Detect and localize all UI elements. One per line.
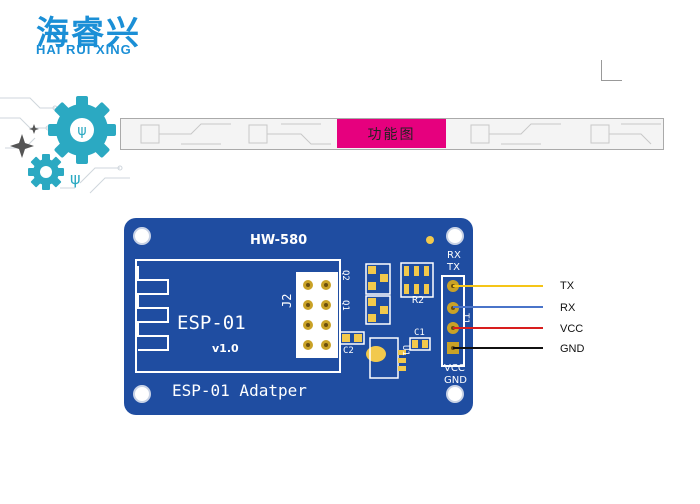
j2-header: [296, 272, 338, 358]
board-model: HW-580: [250, 233, 308, 248]
c2-outline: [339, 331, 365, 345]
q1-outline: [365, 295, 391, 325]
mount-hole-top-right: [446, 227, 464, 245]
pin-label-vcc: VCC: [444, 363, 465, 374]
c2-label: C2: [343, 346, 354, 356]
small-gear-icon: [28, 154, 64, 190]
large-gear-icon: ψ: [48, 96, 116, 164]
module-outline: [135, 259, 341, 373]
r2-outline: [400, 262, 434, 298]
usb-icon: ψ: [70, 169, 81, 188]
wire-label-gnd: GND: [560, 343, 585, 355]
wire-label-tx: TX: [560, 280, 575, 292]
mount-hole-bottom-left: [133, 385, 151, 403]
pin-label-gnd: GND: [444, 375, 467, 386]
logo-chinese: 海睿兴: [36, 13, 141, 52]
wire-label-rx: RX: [560, 302, 576, 314]
gear-decoration: ψ ψ: [0, 96, 130, 194]
r2-label: R2: [412, 295, 425, 306]
mount-hole-top-left: [133, 227, 151, 245]
board-version: v1.0: [212, 342, 239, 355]
antenna-trace: [137, 266, 169, 351]
c1-outline: [409, 337, 431, 351]
q2-outline: [365, 263, 391, 295]
mount-hole-bottom-right: [446, 385, 464, 403]
pin-label-tx-top: TX: [447, 262, 460, 273]
adapter-text: ESP-01 Adatper: [172, 381, 307, 400]
module-name: ESP-01: [177, 312, 246, 334]
banner-title: 功能图: [337, 119, 446, 148]
wire-label-vcc: VCC: [560, 323, 584, 335]
pad-dot: [426, 236, 434, 244]
c1-label: C1: [414, 328, 425, 338]
corner-mark: [601, 60, 622, 81]
pin-label-rx-top: RX: [447, 250, 461, 261]
logo-english: HAI RUI XING: [36, 42, 132, 57]
svg-text:ψ: ψ: [77, 123, 86, 139]
sparkle-icon: [10, 124, 39, 158]
uart-header: [441, 275, 465, 367]
banner-circuit-pattern: [140, 123, 661, 145]
